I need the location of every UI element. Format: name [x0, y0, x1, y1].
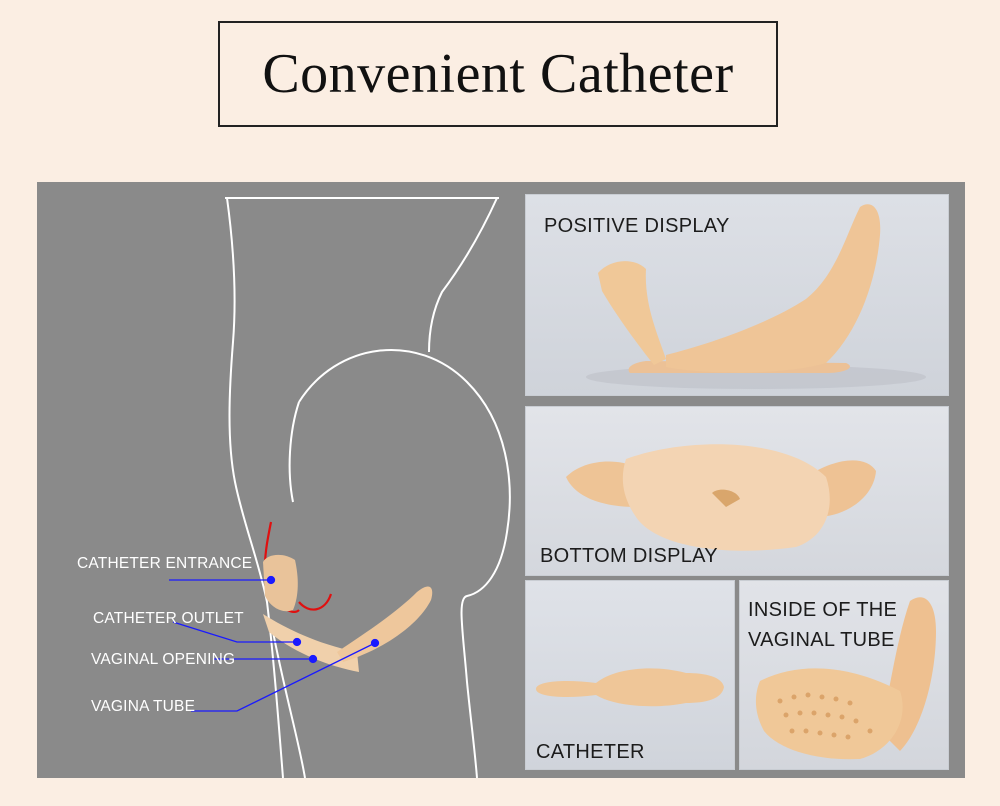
callout-lines	[169, 575, 380, 712]
diagram-product	[263, 554, 433, 672]
product-image-bottom	[566, 444, 876, 551]
title-box: Convenient Catheter	[218, 21, 778, 127]
label-bottom-display: BOTTOM DISPLAY	[540, 545, 718, 567]
product-image-catheter	[536, 668, 724, 707]
callout-vaginal-opening: VAGINAL OPENING	[91, 651, 236, 668]
callout-catheter-outlet: CATHETER OUTLET	[93, 610, 244, 627]
label-inside-line1: INSIDE OF THE	[748, 599, 898, 621]
product-panel: CATHETER ENTRANCE CATHETER OUTLET VAGINA…	[37, 182, 965, 778]
product-image-inside	[755, 597, 936, 760]
callout-catheter-entrance: CATHETER ENTRANCE	[77, 555, 253, 572]
photo-bottom-display: BOTTOM DISPLAY	[525, 406, 949, 576]
body-outline	[225, 197, 511, 778]
label-positive-display: POSITIVE DISPLAY	[544, 215, 730, 237]
photo-positive-display: POSITIVE DISPLAY	[525, 194, 949, 396]
label-inside-line2: VAGINAL TUBE	[748, 629, 895, 651]
page-title: Convenient Catheter	[262, 43, 734, 105]
body-diagram	[169, 197, 511, 778]
callout-vagina-tube: VAGINA TUBE	[91, 698, 196, 715]
product-image-positive	[586, 204, 926, 389]
label-catheter-display: CATHETER DISPLAY	[536, 741, 645, 763]
photo-catheter-display: CATHETER DISPLAY	[525, 580, 735, 770]
photo-inside-vaginal-tube: INSIDE OF THE VAGINAL TUBE	[739, 580, 949, 770]
